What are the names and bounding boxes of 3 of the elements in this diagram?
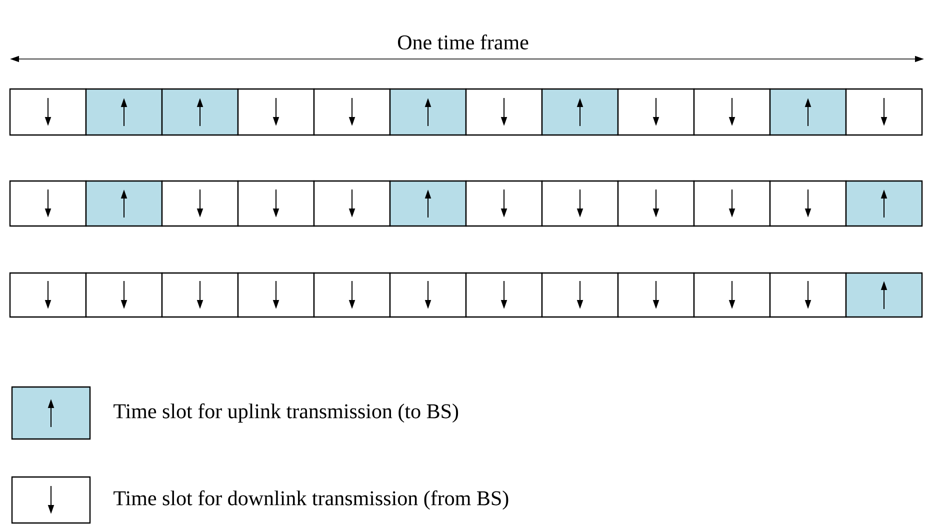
legend-text: Time slot for uplink transmission (to BS) [114,403,458,423]
legend-text: Time slot for downlink transmission (from BS) [114,490,508,510]
dimension-label: One time frame [398,34,528,50]
